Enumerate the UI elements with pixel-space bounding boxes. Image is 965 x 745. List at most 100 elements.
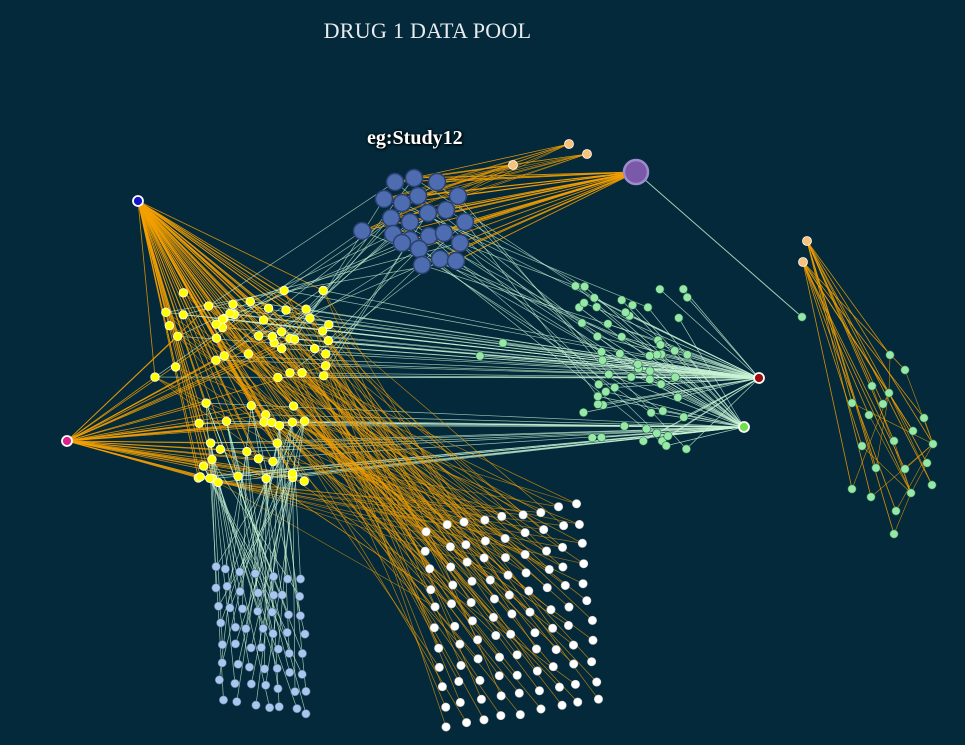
green-node[interactable] — [627, 300, 637, 310]
peach-node[interactable] — [798, 257, 808, 267]
yellow-node[interactable] — [246, 400, 257, 411]
white-node[interactable] — [447, 599, 457, 609]
light-blue-node[interactable] — [237, 604, 247, 614]
green-node[interactable] — [580, 282, 590, 292]
white-node[interactable] — [475, 675, 485, 685]
yellow-node[interactable] — [178, 288, 189, 298]
white-node[interactable] — [593, 694, 603, 704]
green-node[interactable] — [674, 313, 684, 323]
white-node[interactable] — [536, 508, 546, 518]
white-node[interactable] — [588, 635, 598, 645]
white-node[interactable] — [554, 682, 564, 692]
white-node[interactable] — [520, 550, 530, 560]
yellow-node[interactable] — [287, 417, 298, 427]
light-blue-node[interactable] — [269, 572, 279, 582]
yellow-node[interactable] — [299, 416, 310, 426]
green-node[interactable] — [922, 458, 932, 468]
yellow-node[interactable] — [211, 355, 221, 365]
study-node[interactable] — [450, 233, 470, 253]
green-node[interactable] — [604, 369, 614, 379]
green-node[interactable] — [656, 379, 666, 389]
yellow-node[interactable] — [288, 401, 299, 411]
light-blue-node[interactable] — [217, 658, 227, 668]
green-node[interactable] — [570, 281, 580, 291]
yellow-node[interactable] — [173, 331, 183, 342]
white-node[interactable] — [579, 559, 589, 569]
green-node[interactable] — [673, 392, 683, 402]
green-node[interactable] — [619, 421, 629, 431]
white-node[interactable] — [429, 623, 439, 633]
green-node[interactable] — [663, 431, 673, 441]
light-blue-node[interactable] — [235, 567, 245, 577]
study-node[interactable] — [436, 200, 456, 220]
yellow-node[interactable] — [205, 473, 215, 484]
study-node[interactable] — [446, 251, 466, 271]
green-node[interactable] — [900, 464, 910, 474]
green-node[interactable] — [596, 432, 606, 442]
light-blue-node[interactable] — [250, 569, 260, 579]
yellow-node[interactable] — [263, 303, 274, 314]
hub-node-green[interactable] — [738, 421, 750, 433]
yellow-node[interactable] — [228, 299, 238, 309]
green-node[interactable] — [889, 529, 899, 539]
light-blue-node[interactable] — [292, 704, 302, 714]
yellow-node[interactable] — [309, 343, 320, 354]
yellow-node[interactable] — [261, 473, 271, 484]
white-node[interactable] — [512, 650, 522, 660]
study-node[interactable] — [404, 168, 424, 188]
yellow-node[interactable] — [170, 362, 181, 372]
white-node[interactable] — [480, 515, 490, 525]
light-blue-node[interactable] — [246, 643, 256, 653]
green-node[interactable] — [617, 332, 627, 342]
green-node[interactable] — [593, 399, 603, 409]
white-node[interactable] — [577, 538, 587, 548]
green-node[interactable] — [670, 372, 680, 382]
light-blue-node[interactable] — [300, 629, 310, 639]
white-node[interactable] — [467, 576, 477, 586]
peach-node[interactable] — [582, 149, 592, 159]
study-node[interactable] — [418, 203, 438, 223]
light-blue-node[interactable] — [253, 588, 263, 598]
green-node[interactable] — [906, 488, 916, 498]
study-node[interactable] — [385, 172, 405, 192]
white-node[interactable] — [421, 527, 431, 537]
yellow-node[interactable] — [201, 398, 211, 408]
white-node[interactable] — [587, 615, 597, 625]
yellow-node[interactable] — [305, 313, 315, 323]
light-blue-node[interactable] — [230, 622, 240, 632]
white-node[interactable] — [559, 521, 569, 531]
white-node[interactable] — [434, 662, 444, 672]
light-blue-node[interactable] — [295, 574, 305, 584]
green-node[interactable] — [601, 387, 611, 397]
study-node[interactable] — [430, 249, 450, 269]
study-node[interactable] — [412, 255, 432, 275]
light-blue-node[interactable] — [232, 697, 242, 707]
green-node[interactable] — [638, 436, 648, 446]
yellow-node[interactable] — [321, 349, 331, 359]
study-node[interactable] — [374, 189, 394, 209]
yellow-node[interactable] — [324, 319, 334, 330]
white-node[interactable] — [569, 659, 579, 669]
yellow-node[interactable] — [194, 418, 204, 429]
green-node[interactable] — [475, 351, 485, 361]
green-node[interactable] — [866, 492, 876, 502]
white-node[interactable] — [570, 679, 580, 689]
yellow-node[interactable] — [213, 477, 223, 488]
white-node[interactable] — [467, 616, 477, 626]
light-blue-node[interactable] — [284, 648, 294, 658]
yellow-node[interactable] — [195, 472, 205, 482]
white-node[interactable] — [558, 542, 568, 552]
light-blue-node[interactable] — [285, 667, 295, 677]
white-node[interactable] — [491, 631, 501, 641]
white-node[interactable] — [534, 686, 544, 696]
yellow-node[interactable] — [178, 310, 188, 320]
white-node[interactable] — [557, 700, 567, 710]
green-node[interactable] — [597, 355, 607, 365]
green-node[interactable] — [652, 350, 662, 360]
green-node[interactable] — [919, 413, 929, 423]
green-node[interactable] — [857, 441, 867, 451]
green-node[interactable] — [928, 439, 938, 449]
yellow-node[interactable] — [161, 307, 171, 318]
white-node[interactable] — [542, 546, 552, 556]
green-node[interactable] — [682, 292, 692, 302]
